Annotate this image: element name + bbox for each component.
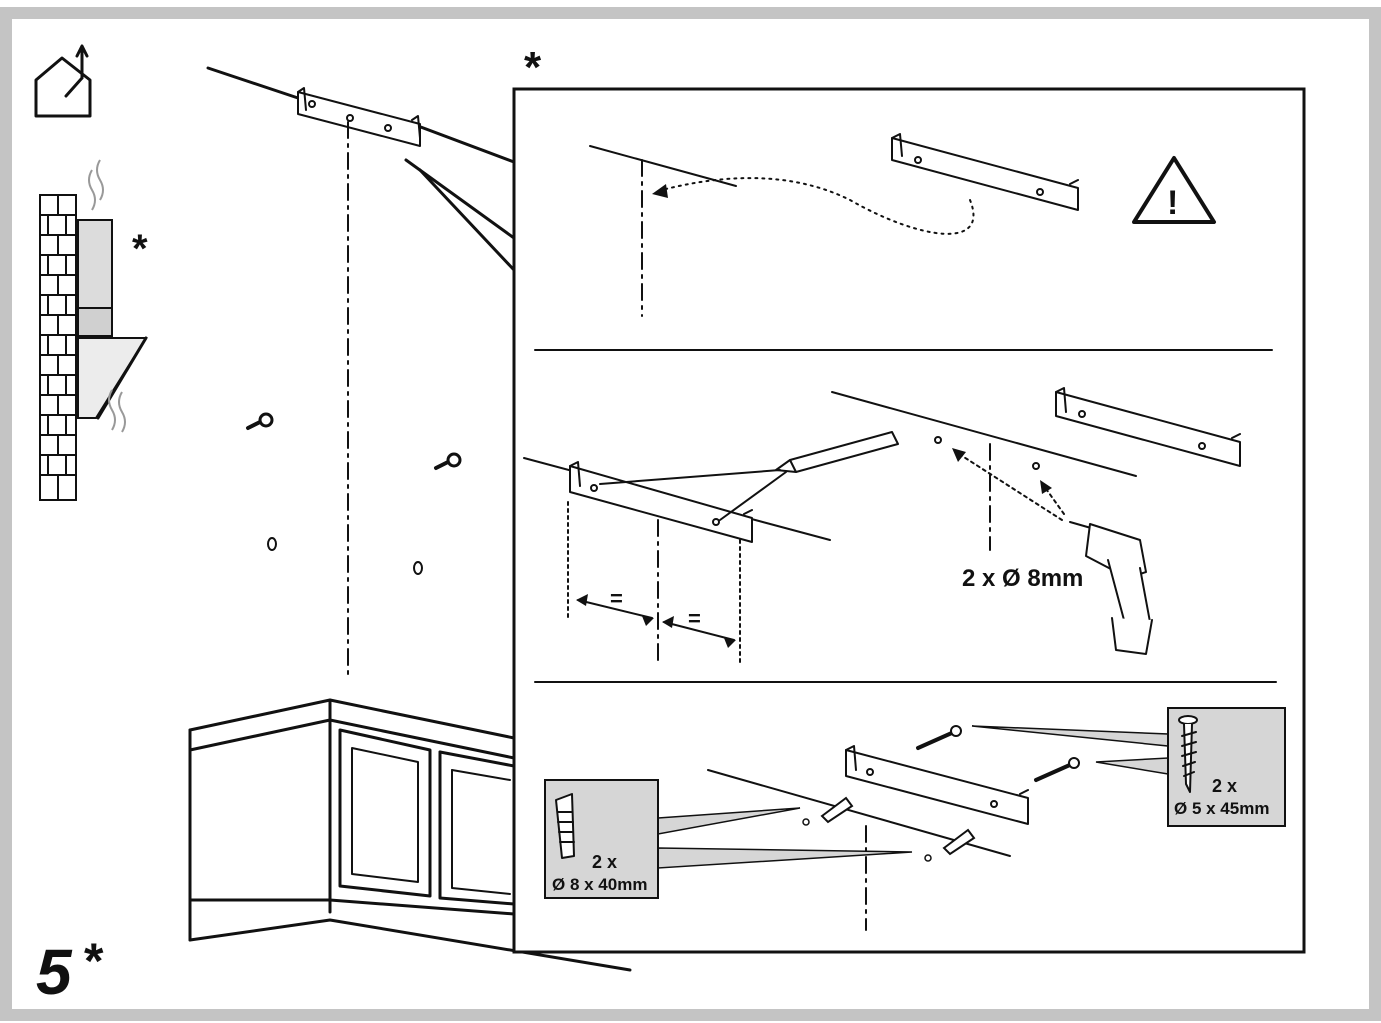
page-border bbox=[0, 7, 1381, 1021]
main-asterisk: * bbox=[524, 43, 542, 92]
step1-illustration bbox=[589, 133, 1079, 317]
screw-top bbox=[916, 725, 962, 750]
screw-quantity: 2 x bbox=[1212, 776, 1237, 796]
equal-mark-right: = bbox=[688, 606, 701, 631]
step-number: 5 bbox=[36, 936, 73, 1008]
svg-text:!: ! bbox=[1167, 184, 1178, 222]
plug-quantity: 2 x bbox=[592, 852, 617, 872]
side-asterisk: * bbox=[132, 227, 148, 271]
wall-screw-left bbox=[246, 412, 274, 430]
drill-icon bbox=[1069, 521, 1153, 655]
cabinet-panels bbox=[351, 747, 511, 895]
main-bracket bbox=[297, 87, 421, 147]
wall-hood-illustration bbox=[39, 159, 148, 501]
plug-size: Ø 8 x 40mm bbox=[552, 875, 647, 894]
drill-size-label: 2 x Ø 8mm bbox=[962, 565, 1083, 592]
wall-plug-left bbox=[820, 796, 854, 824]
house-exhaust-icon bbox=[34, 44, 92, 118]
kitchen-cabinet bbox=[188, 698, 632, 972]
step1-bracket bbox=[891, 133, 1079, 211]
screw-size: Ø 5 x 45mm bbox=[1174, 799, 1269, 818]
wall-ceiling-line bbox=[206, 66, 516, 164]
warning-triangle-icon: ! bbox=[1132, 156, 1216, 224]
placement-arrow bbox=[661, 177, 975, 235]
wall-screw-right bbox=[434, 452, 462, 470]
step-asterisk: * bbox=[84, 933, 104, 989]
wall-hole-left bbox=[267, 537, 277, 551]
screw-icon bbox=[1178, 715, 1198, 793]
zoom-callout-lines bbox=[404, 158, 516, 272]
measurement-lines bbox=[567, 501, 741, 665]
wall-hole-right bbox=[413, 561, 423, 575]
equal-mark-left: = bbox=[610, 586, 623, 611]
step2-bracket-left bbox=[569, 461, 753, 543]
wall-plug-icon bbox=[555, 793, 575, 859]
step2-illustration: = = 2 x Ø 8mm bbox=[523, 387, 1241, 665]
screw-right bbox=[1034, 757, 1080, 782]
pencil-icon bbox=[599, 431, 899, 521]
step3-bracket bbox=[845, 745, 1029, 825]
step3-illustration: 2 x Ø 8 x 40mm 2 x Ø 5 x 45mm bbox=[544, 707, 1286, 931]
wall-plug-right bbox=[942, 828, 976, 856]
step2-bracket-right bbox=[1055, 387, 1241, 467]
